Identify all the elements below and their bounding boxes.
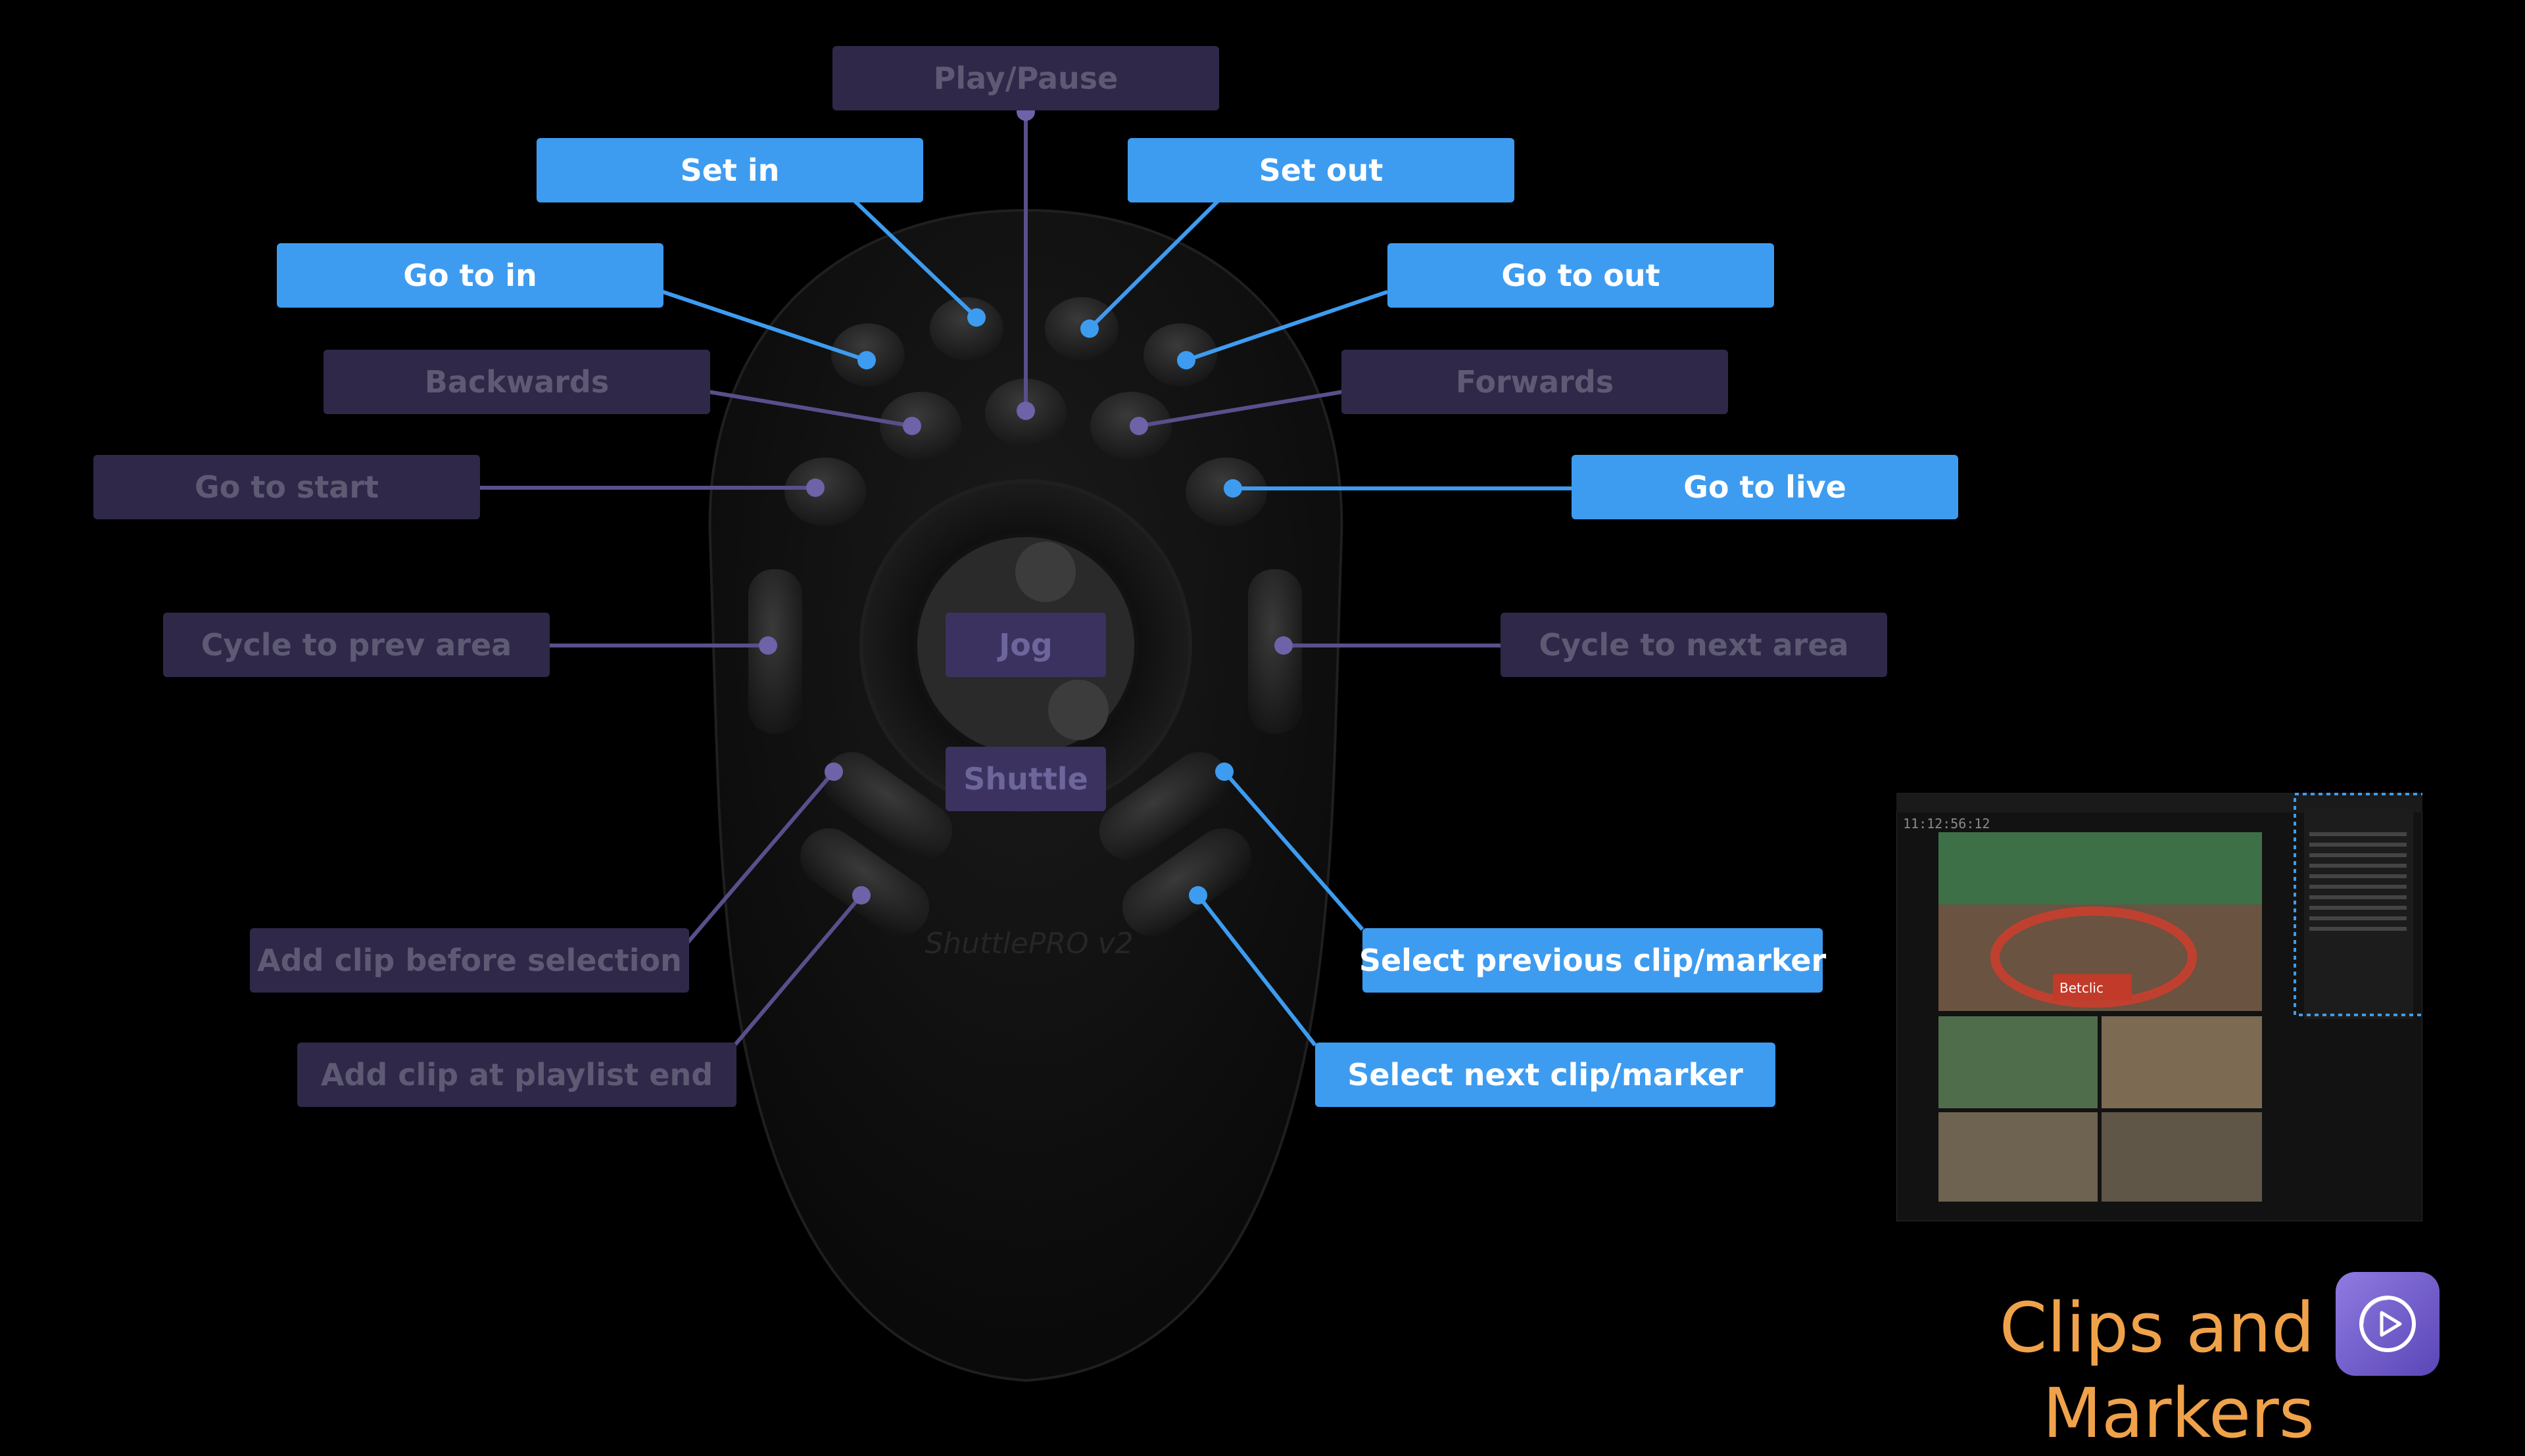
video-sub-4 <box>2102 1112 2262 1202</box>
thumbnail-timecode: 11:12:56:12 <box>1903 816 1990 832</box>
select-prev-key[interactable] <box>1088 741 1240 871</box>
connector-set-in <box>853 199 978 319</box>
label-backwards: Backwards <box>324 350 710 414</box>
connector-dot <box>1189 886 1207 904</box>
thumbnail-ad-text: Betclic <box>2059 980 2104 996</box>
connector-dot <box>1274 636 1293 655</box>
connector-dot <box>1224 479 1242 498</box>
label-go-to-in: Go to in <box>277 243 663 308</box>
connector-dot <box>1177 351 1195 369</box>
connector-dot <box>806 479 825 497</box>
connector-dot <box>1017 402 1035 420</box>
connector-select-next <box>1196 894 1317 1046</box>
video-sub-3 <box>1938 1112 2098 1202</box>
cycle-prev-key[interactable] <box>748 569 802 734</box>
connector-forwards <box>1138 385 1375 428</box>
select-next-key[interactable] <box>1111 817 1263 947</box>
label-cycle-next: Cycle to next area <box>1501 613 1887 677</box>
label-go-to-start: Go to start <box>93 455 480 519</box>
connector-add-clip-before <box>677 770 836 954</box>
label-select-next: Select next clip/marker <box>1315 1043 1775 1107</box>
label-cycle-prev: Cycle to prev area <box>163 613 550 677</box>
clips-panel <box>2304 809 2413 1019</box>
page-title: Clips and Markers <box>1999 1288 2315 1453</box>
connector-dot <box>759 636 777 655</box>
label-select-prev: Select previous clip/marker <box>1359 928 1826 993</box>
go-to-start-key[interactable] <box>784 458 866 526</box>
connector-backwards <box>677 385 913 428</box>
connector-dot <box>852 886 871 904</box>
connector-dot <box>857 351 876 369</box>
video-sub-2 <box>2102 1016 2262 1108</box>
add-clip-end-key[interactable] <box>789 817 941 947</box>
connector-add-clip-end <box>716 894 863 1066</box>
connector-go-to-out <box>1186 290 1388 362</box>
clips-panel-highlight <box>2294 793 2422 1016</box>
connector-dot <box>1130 417 1148 435</box>
jog-dimple <box>1015 542 1076 602</box>
label-add-clip-before: Add clip before selection <box>250 928 689 993</box>
label-set-out: Set out <box>1128 138 1514 202</box>
video-sub-1 <box>1938 1016 2098 1108</box>
label-play-pause: Play/Pause <box>832 46 1219 110</box>
set-in-key[interactable] <box>930 297 1003 360</box>
cycle-next-key[interactable] <box>1248 569 1302 734</box>
app-preview-thumbnail: 11:12:56:12 Betclic <box>1896 793 2422 1221</box>
jog-dimple <box>1048 680 1109 740</box>
connector-dot <box>1080 319 1099 338</box>
device-brand-text: ShuttlePRO v2 <box>925 927 1133 960</box>
label-shuttle: Shuttle <box>946 747 1106 811</box>
label-jog: Jog <box>946 613 1106 677</box>
connector-select-prev <box>1222 770 1364 931</box>
app-icon <box>2336 1272 2440 1376</box>
label-go-to-live: Go to live <box>1572 455 1958 519</box>
label-set-in: Set in <box>537 138 923 202</box>
connector-dot <box>903 417 921 435</box>
label-add-clip-end: Add clip at playlist end <box>297 1043 736 1107</box>
connector-dot <box>1215 763 1234 781</box>
add-clip-before-key[interactable] <box>812 741 964 871</box>
connector-dot <box>825 763 843 781</box>
connector-set-out <box>1088 199 1220 331</box>
play-circle-icon <box>2359 1296 2416 1352</box>
label-go-to-out: Go to out <box>1387 243 1774 308</box>
label-forwards: Forwards <box>1341 350 1728 414</box>
connector-dot <box>967 308 986 327</box>
connector-go-to-in <box>662 290 867 362</box>
